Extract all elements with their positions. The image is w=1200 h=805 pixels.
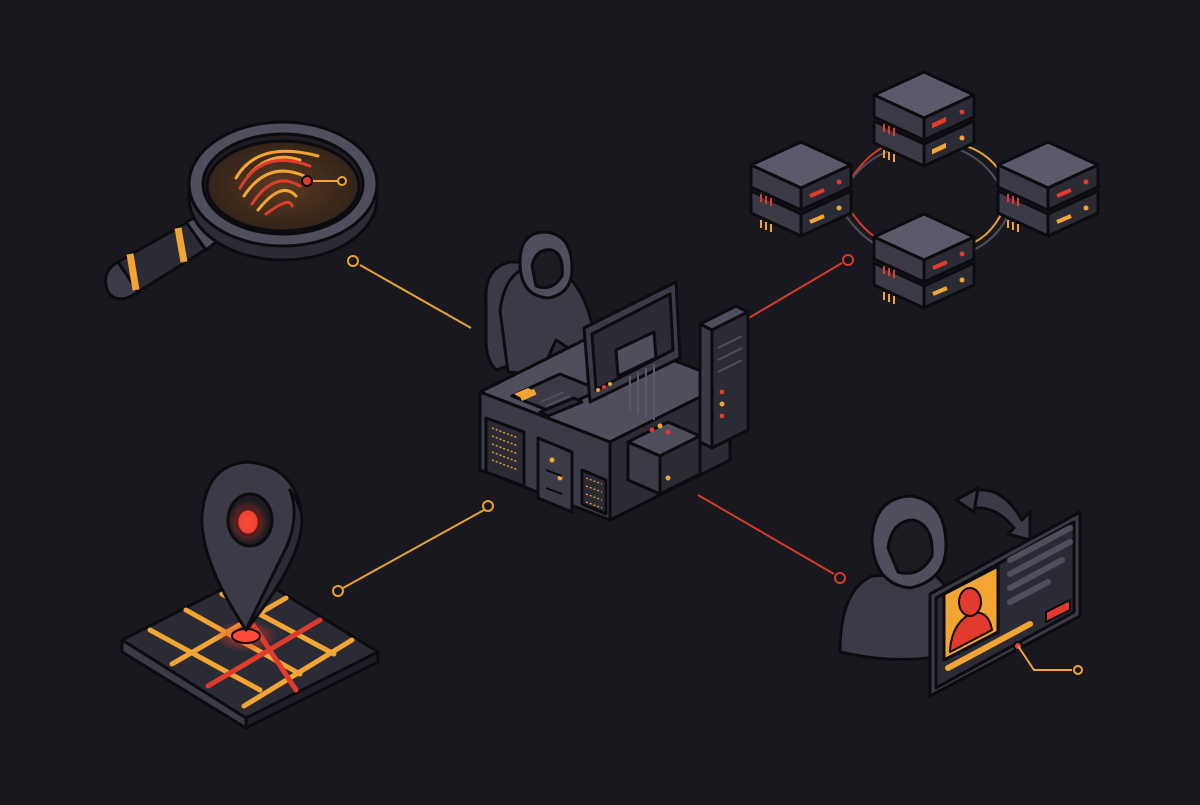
server-network-icon [749, 70, 1100, 310]
tower-pc [698, 304, 750, 450]
hooded-hacker-at-workstation-icon [478, 230, 750, 522]
connector-to-fingerprint [347, 255, 472, 329]
fingerprint-icon [234, 149, 320, 216]
connector-to-servers [741, 254, 854, 323]
id-photo [942, 564, 1000, 662]
server-bottom [872, 212, 976, 310]
small-server-box [626, 420, 702, 496]
monitor [582, 280, 682, 404]
map-pin-location-icon [120, 460, 380, 730]
desk-vent-right [580, 468, 608, 516]
location-pin [200, 460, 304, 632]
identity-theft-id-card-icon [838, 486, 1083, 698]
connector-to-identity [697, 494, 846, 584]
server-left [749, 140, 853, 238]
desk-panel [536, 436, 574, 514]
desk-vent-left [484, 416, 526, 488]
magnifying-glass-fingerprint-icon [104, 120, 379, 301]
id-card [928, 510, 1083, 698]
swap-arrow-icon [954, 486, 1032, 542]
connector-to-map [332, 500, 494, 597]
server-right [996, 140, 1100, 238]
server-top [872, 70, 976, 168]
